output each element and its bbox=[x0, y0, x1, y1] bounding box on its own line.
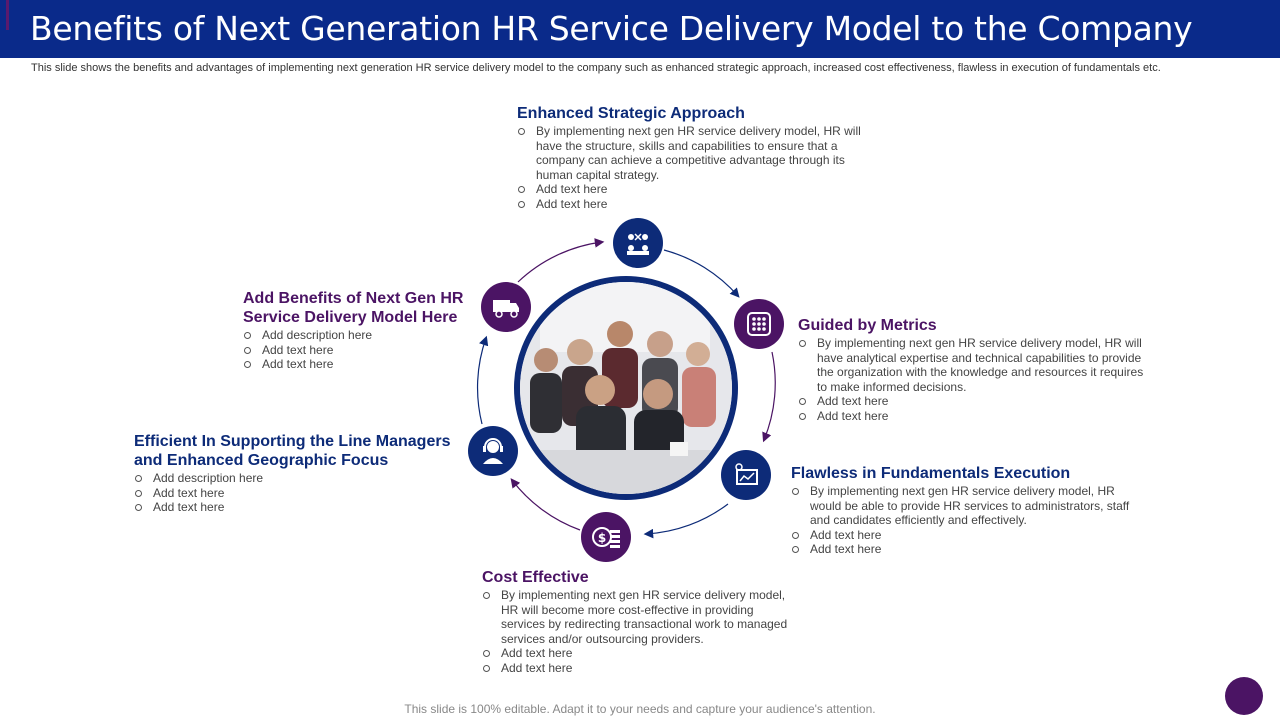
team-photo bbox=[514, 276, 738, 500]
managers-heading: Efficient In Supporting the Line Manager… bbox=[134, 433, 451, 469]
benefits-bullet-1: Add description here bbox=[243, 328, 478, 343]
arrow-benefits-to-strategic bbox=[517, 238, 605, 283]
delivery-truck-icon bbox=[481, 282, 531, 332]
dollar-coins-icon: $ bbox=[581, 512, 631, 562]
analytics-screen-icon bbox=[721, 450, 771, 500]
support-agent-icon bbox=[468, 426, 518, 476]
managers-bullet-3: Add text here bbox=[134, 500, 464, 515]
page-title: Benefits of Next Generation HR Service D… bbox=[30, 9, 1193, 48]
dashboard-grid-icon bbox=[734, 299, 784, 349]
title-accent bbox=[6, 0, 9, 30]
arrow-strategic-to-metrics bbox=[663, 249, 740, 298]
arrow-metrics-to-fundamentals bbox=[762, 351, 776, 443]
metrics-bullet-1: By implementing next gen HR service deli… bbox=[798, 336, 1153, 394]
corner-decoration bbox=[1225, 677, 1263, 715]
benefits-heading: Add Benefits of Next Gen HR Service Deli… bbox=[243, 290, 464, 326]
team-photo-illustration bbox=[520, 282, 732, 494]
arrow-managers-to-benefits bbox=[476, 335, 489, 425]
arrow-fundamentals-to-cost bbox=[643, 503, 729, 539]
cost-heading: Cost Effective bbox=[482, 569, 589, 586]
page-subtitle: This slide shows the benefits and advant… bbox=[31, 62, 1161, 74]
fundamentals-heading: Flawless in Fundamentals Execution bbox=[791, 465, 1071, 482]
strategic-heading: Enhanced Strategic Approach bbox=[517, 105, 745, 122]
title-bar: Benefits of Next Generation HR Service D… bbox=[0, 0, 1280, 58]
arrow-cost-to-managers bbox=[510, 478, 581, 531]
cost-bullet-1: By implementing next gen HR service deli… bbox=[482, 588, 797, 646]
block-metrics: Guided by Metrics By implementing next g… bbox=[798, 316, 1153, 423]
fundamentals-bullet-3: Add text here bbox=[791, 542, 1131, 557]
managers-bullet-2: Add text here bbox=[134, 486, 464, 501]
benefits-bullet-3: Add text here bbox=[243, 357, 478, 372]
strategic-bullet-2: Add text here bbox=[517, 182, 872, 197]
metrics-heading: Guided by Metrics bbox=[798, 317, 937, 334]
strategic-bullet-3: Add text here bbox=[517, 197, 872, 212]
block-benefits: Add Benefits of Next Gen HR Service Deli… bbox=[243, 289, 478, 372]
svg-text:$: $ bbox=[598, 531, 606, 545]
block-managers: Efficient In Supporting the Line Manager… bbox=[134, 432, 464, 515]
fundamentals-bullet-1: By implementing next gen HR service deli… bbox=[791, 484, 1131, 528]
metrics-bullet-2: Add text here bbox=[798, 394, 1153, 409]
block-cost: Cost Effective By implementing next gen … bbox=[482, 568, 797, 675]
block-strategic: Enhanced Strategic Approach By implement… bbox=[517, 104, 872, 211]
managers-bullet-1: Add description here bbox=[134, 471, 464, 486]
cost-bullet-2: Add text here bbox=[482, 646, 797, 661]
metrics-bullet-3: Add text here bbox=[798, 409, 1153, 424]
block-fundamentals: Flawless in Fundamentals Execution By im… bbox=[791, 464, 1131, 557]
cost-bullet-3: Add text here bbox=[482, 661, 797, 676]
fundamentals-bullet-2: Add text here bbox=[791, 528, 1131, 543]
team-meeting-icon bbox=[613, 218, 663, 268]
strategic-bullet-1: By implementing next gen HR service deli… bbox=[517, 124, 872, 182]
benefits-bullet-2: Add text here bbox=[243, 343, 478, 358]
footer-note: This slide is 100% editable. Adapt it to… bbox=[404, 702, 876, 716]
